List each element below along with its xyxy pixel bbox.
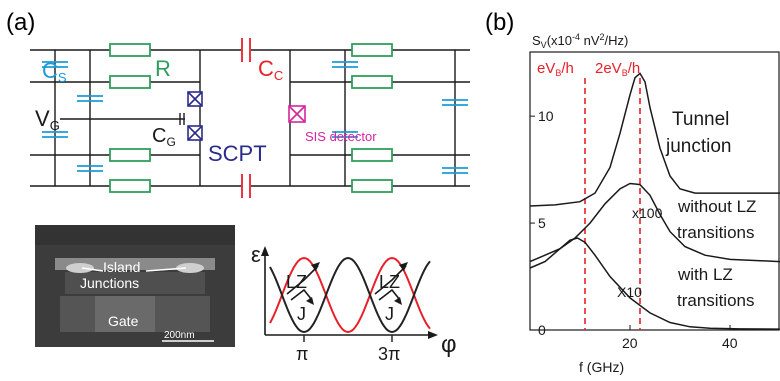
tick-pi: π <box>296 344 308 364</box>
series-line <box>529 237 780 330</box>
phase-axis-label: φ <box>441 331 457 358</box>
scpt-label: SCPT <box>208 141 267 166</box>
marker-2evb-label: 2eVB/h <box>595 60 640 78</box>
without-lz-label-1: without LZ <box>677 197 756 216</box>
spectrum-chart: 20 40 0 5 10 <box>529 51 780 351</box>
cs-capacitors <box>42 61 468 174</box>
x-tick-label: 20 <box>622 335 638 351</box>
plot-frame <box>529 51 780 331</box>
r-label: R <box>155 56 171 81</box>
with-lz-label-1: with LZ <box>677 265 733 284</box>
scpt-junctions <box>187 91 203 141</box>
sis-detector-label: SIS detector <box>305 129 377 144</box>
sem-micrograph <box>35 225 235 347</box>
y-tick-label: 10 <box>538 108 554 124</box>
j-label-1: J <box>297 304 306 324</box>
coupling-capacitors <box>241 38 251 198</box>
series-line <box>529 72 780 207</box>
series-line <box>529 182 780 263</box>
cs-label: CS <box>42 58 67 85</box>
lz-label-1: LZ <box>286 272 307 292</box>
energy-axis-label: ε <box>251 242 261 267</box>
chart-y-label: SV(x10-4 nV2/Hz) <box>532 32 628 50</box>
tunnel-junction-label-1: Tunnel <box>672 109 729 130</box>
energy-diagram <box>261 246 438 342</box>
j-label-2: J <box>385 304 394 324</box>
y-tick-label: 0 <box>538 322 546 338</box>
junctions-label: Junctions <box>80 275 139 291</box>
island-label: Island <box>103 259 140 275</box>
resistors <box>109 43 393 193</box>
tunnel-junction-label-2: junction <box>665 136 732 157</box>
panel-a-label: (a) <box>6 9 35 36</box>
without-lz-label-2: transitions <box>677 223 754 242</box>
transition-arrows <box>286 265 407 301</box>
tick-3pi: 3π <box>378 344 400 364</box>
cg-label: CG <box>152 125 176 149</box>
lower-band-curve <box>269 256 431 334</box>
cc-label: CC <box>258 56 283 83</box>
scale-bar-label: 200nm <box>164 330 195 341</box>
marker-evb-label: eVB/h <box>537 60 574 78</box>
x-tick-label: 40 <box>722 335 738 351</box>
lz-label-2: LZ <box>379 272 400 292</box>
sis-detector-junction <box>288 105 306 123</box>
y-tick-label: 5 <box>538 215 546 231</box>
scale-x100-label: x100 <box>632 205 663 221</box>
panel-b-label: (b) <box>485 9 514 36</box>
vg-label: VG <box>35 106 60 133</box>
chart-x-label: f (GHz) <box>579 359 624 375</box>
gate-label: Gate <box>108 313 139 329</box>
with-lz-label-2: transitions <box>677 291 754 310</box>
cg-capacitor <box>179 113 185 125</box>
scale-x10-label: X10 <box>617 284 642 300</box>
